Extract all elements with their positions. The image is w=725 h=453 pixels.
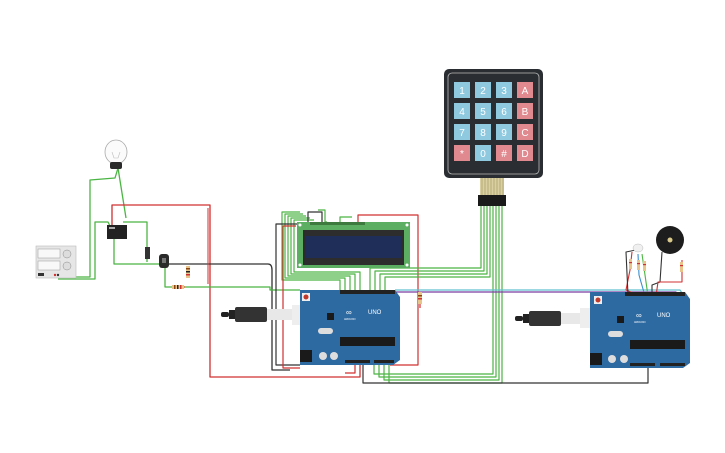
- keypad-key[interactable]: [475, 82, 491, 98]
- keypad-keys: 1 2 3 A 4 5 6 B 7 8 9 C * 0 # D: [454, 82, 533, 161]
- rgb-led[interactable]: [632, 243, 644, 253]
- keypad-key-label: 1: [459, 86, 465, 97]
- arduino-brand-label: ARDUINO: [344, 318, 356, 321]
- arduino-brand-label: ARDUINO: [634, 321, 646, 324]
- wire-green[interactable]: [164, 268, 300, 291]
- keypad-key-label: 6: [501, 107, 507, 118]
- wire-green[interactable]: [293, 219, 361, 295]
- wire-black[interactable]: [651, 251, 663, 296]
- wire-black[interactable]: [275, 223, 300, 366]
- resistor[interactable]: [172, 285, 184, 289]
- resistor[interactable]: [680, 262, 683, 272]
- keypad-key[interactable]: [517, 82, 533, 98]
- wire-black[interactable]: [625, 249, 637, 296]
- keypad-key[interactable]: [475, 145, 491, 161]
- power-supply[interactable]: [35, 245, 77, 279]
- keypad-key[interactable]: [496, 124, 512, 140]
- keypad-key[interactable]: [475, 124, 491, 140]
- wire-green[interactable]: [281, 211, 341, 295]
- arduino-model-label: UNO: [657, 313, 671, 319]
- keypad-key[interactable]: [454, 145, 470, 161]
- wire-green[interactable]: [113, 236, 160, 265]
- light-bulb[interactable]: [104, 139, 128, 169]
- keypad-key-label: 0: [480, 149, 486, 160]
- wire-black[interactable]: [362, 360, 649, 384]
- wire-green[interactable]: [58, 221, 111, 280]
- wire-green[interactable]: [379, 205, 488, 295]
- resistor[interactable]: [418, 292, 422, 304]
- wire-red[interactable]: [357, 214, 419, 366]
- keypad-ribbon: [478, 178, 506, 206]
- resistor[interactable]: [629, 259, 632, 269]
- wire-red[interactable]: [282, 225, 300, 369]
- diode[interactable]: [145, 247, 150, 259]
- wire-green[interactable]: [374, 205, 485, 295]
- lcd-display[interactable]: [297, 222, 410, 268]
- keypad-key-label: #: [501, 149, 507, 160]
- wire-green[interactable]: [117, 167, 127, 219]
- keypad-key[interactable]: [454, 82, 470, 98]
- keypad-key[interactable]: [496, 103, 512, 119]
- keypad-key-label: D: [521, 149, 528, 160]
- keypad-key-label: *: [460, 149, 464, 160]
- keypad-key-label: A: [522, 86, 529, 97]
- wire-green[interactable]: [378, 205, 497, 378]
- keypad-key[interactable]: [454, 103, 470, 119]
- keypad-key-label: 7: [459, 128, 465, 139]
- relay[interactable]: [107, 225, 127, 239]
- wire-green[interactable]: [369, 205, 482, 295]
- arduino-logo: ∞: [636, 311, 642, 320]
- keypad-key[interactable]: [496, 145, 512, 161]
- keypad-key[interactable]: [517, 103, 533, 119]
- keypad-key-label: 3: [501, 86, 507, 97]
- resistor[interactable]: [637, 260, 640, 270]
- arduino-model-label: UNO: [368, 310, 382, 316]
- wire-green[interactable]: [56, 167, 119, 278]
- keypad-key-label: B: [522, 107, 529, 118]
- keypad-key-label: 5: [480, 107, 486, 118]
- transistor[interactable]: [159, 254, 169, 268]
- wire-red[interactable]: [111, 204, 361, 378]
- keypad-key[interactable]: [454, 124, 470, 140]
- piezo-buzzer[interactable]: [656, 226, 684, 254]
- resistor[interactable]: [186, 266, 190, 278]
- keypad-key[interactable]: [517, 145, 533, 161]
- keypad-key-label: 9: [501, 128, 507, 139]
- wire-black[interactable]: [168, 263, 290, 371]
- wire-black[interactable]: [307, 211, 323, 222]
- wire-green[interactable]: [290, 217, 356, 295]
- wire-green[interactable]: [284, 213, 346, 295]
- keypad[interactable]: 1 2 3 A 4 5 6 B 7 8 9 C * 0 # D: [444, 69, 543, 206]
- arduino-logo: ∞: [346, 308, 352, 317]
- keypad-key-label: 8: [480, 128, 486, 139]
- keypad-key-label: 2: [480, 86, 486, 97]
- wire-green[interactable]: [339, 216, 352, 222]
- wire-red[interactable]: [345, 362, 356, 374]
- wire-green[interactable]: [384, 205, 491, 295]
- wire-green[interactable]: [287, 215, 351, 295]
- keypad-key[interactable]: [496, 82, 512, 98]
- arduino-right[interactable]: ∞ UNO ARDUINO: [515, 292, 690, 368]
- resistor[interactable]: [643, 261, 646, 271]
- keypad-key-label: C: [521, 128, 528, 139]
- keypad-key[interactable]: [517, 124, 533, 140]
- keypad-key[interactable]: [475, 103, 491, 119]
- arduino-left[interactable]: ∞ UNO ARDUINO: [221, 290, 400, 365]
- keypad-key-label: 4: [459, 107, 465, 118]
